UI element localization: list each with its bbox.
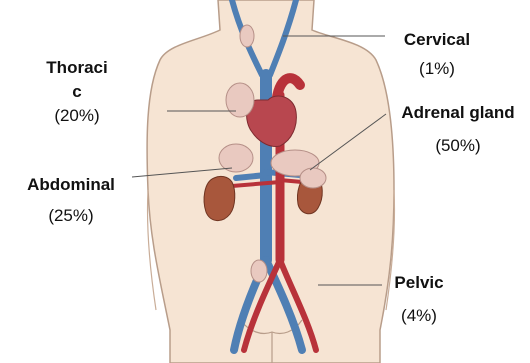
label-adrenal-gland: Adrenal gland (50%) <box>388 103 528 156</box>
label-thoracic-name-line2: c <box>28 82 126 102</box>
label-thoracic: Thoraci c (20%) <box>28 58 126 126</box>
label-pelvic-name: Pelvic <box>384 273 454 293</box>
label-adrenal-percent: (50%) <box>388 136 528 156</box>
label-pelvic-percent: (4%) <box>384 306 454 326</box>
label-thoracic-name-line1: Thoraci <box>28 58 126 78</box>
kidney-icon <box>204 176 235 220</box>
label-abdominal: Abdominal (25%) <box>12 175 130 226</box>
label-thoracic-percent: (20%) <box>28 106 126 126</box>
label-cervical: Cervical (1%) <box>388 30 486 79</box>
label-cervical-name: Cervical <box>388 30 486 50</box>
label-pelvic: Pelvic (4%) <box>384 273 454 326</box>
label-adrenal-name: Adrenal gland <box>388 103 528 123</box>
label-cervical-percent: (1%) <box>388 59 486 79</box>
label-abdominal-percent: (25%) <box>12 206 130 226</box>
label-abdominal-name: Abdominal <box>12 175 130 195</box>
